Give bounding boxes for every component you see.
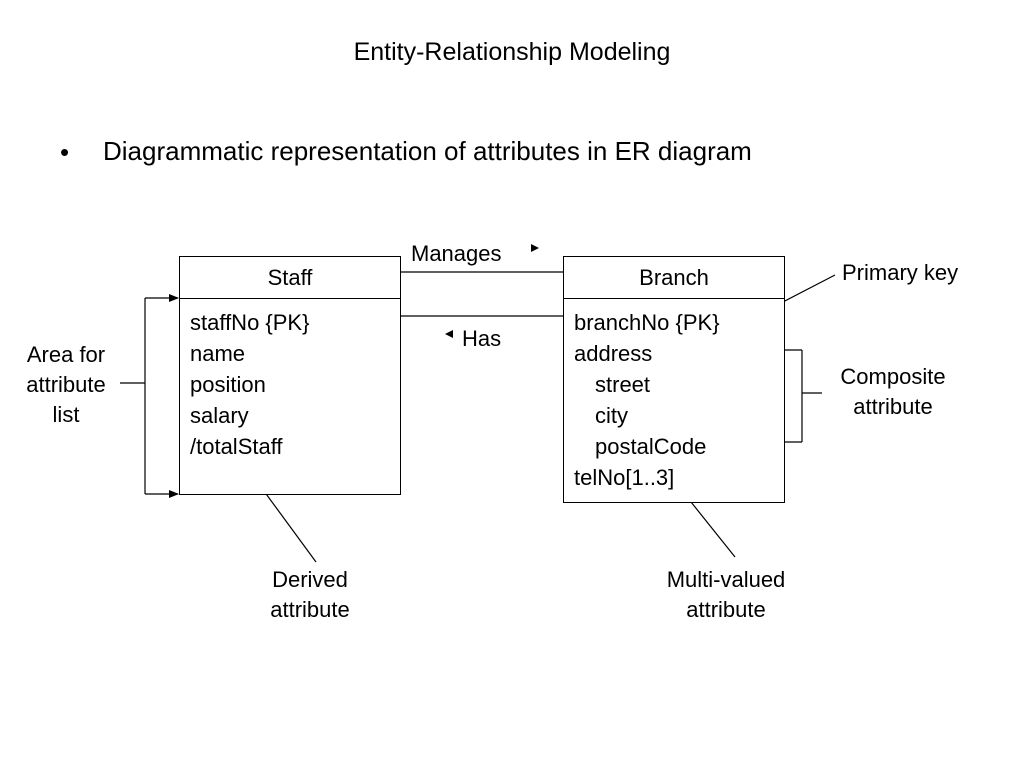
manages-label: Manages	[411, 241, 502, 266]
annotation-line: attribute	[26, 372, 106, 397]
multi-valued-attribute-label: Multi-valued attribute	[651, 565, 801, 625]
manages-direction-icon	[531, 244, 539, 252]
staff-attribute-list: staffNo {PK} name position salary /total…	[180, 299, 400, 462]
annotation-line: Area for	[26, 342, 106, 367]
branch-entity: Branch branchNo {PK} address street city…	[563, 256, 785, 503]
annotation-line: Multi-valued	[666, 567, 786, 592]
staff-attribute: position	[190, 372, 266, 397]
branch-sub-attribute: city	[595, 403, 628, 428]
area-for-attribute-list-label: Area for attribute list	[12, 340, 120, 430]
annotation-line: attribute	[686, 597, 766, 622]
branch-attribute-list: branchNo {PK} address street city postal…	[564, 299, 784, 493]
annotation-line: Derived	[272, 567, 348, 592]
staff-attribute: salary	[190, 403, 249, 428]
branch-attribute: branchNo {PK}	[574, 310, 720, 335]
staff-attribute: name	[190, 341, 246, 366]
derived-attribute-label: Derived attribute	[250, 565, 370, 625]
staff-entity-name: Staff	[180, 257, 400, 299]
staff-entity: Staff staffNo {PK} name position salary …	[179, 256, 401, 495]
branch-attribute: telNo[1..3]	[574, 465, 675, 490]
branch-sub-attribute: postalCode	[595, 434, 707, 459]
staff-attribute: staffNo {PK}	[190, 310, 310, 335]
branch-attribute: address	[574, 341, 653, 366]
staff-attribute: /totalStaff	[190, 434, 283, 459]
composite-attribute-label: Composite attribute	[822, 362, 964, 422]
branch-sub-attribute: street	[595, 372, 651, 397]
slide-title: Entity-Relationship Modeling	[353, 38, 671, 66]
has-direction-icon	[445, 330, 453, 338]
primary-key-label: Primary key	[842, 260, 959, 285]
annotation-line: Composite	[840, 364, 946, 389]
branch-entity-name: Branch	[564, 257, 784, 299]
has-label: Has	[462, 326, 502, 351]
bullet-text: Diagrammatic representation of attribute…	[103, 136, 752, 166]
annotation-line: attribute	[270, 597, 350, 622]
annotation-line: list	[52, 402, 80, 427]
annotation-line: attribute	[853, 394, 933, 419]
bullet-marker: •	[60, 137, 70, 167]
